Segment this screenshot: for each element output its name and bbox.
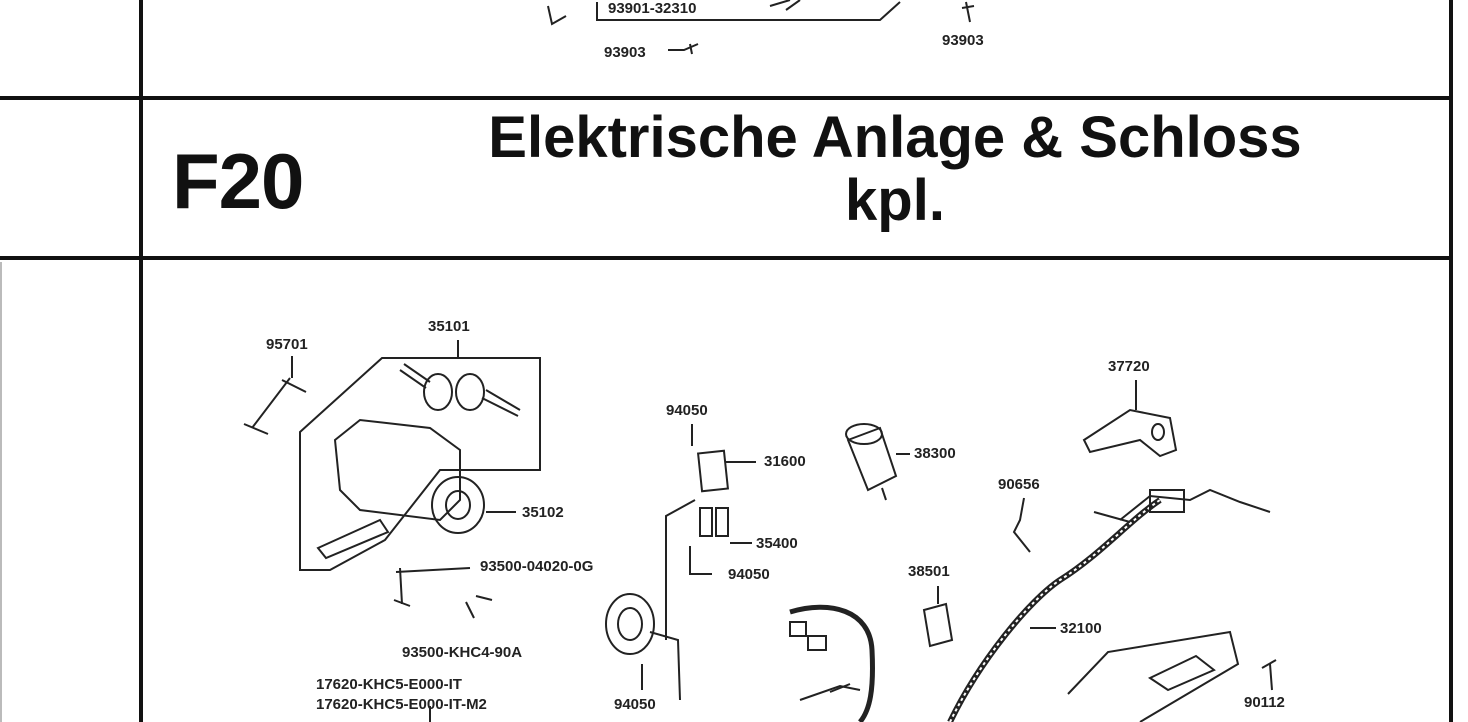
bolt-95701-icon <box>243 377 307 435</box>
lock-cylinder-icon <box>431 476 485 534</box>
lock-body-icon <box>333 418 461 522</box>
label-93500-04020-0g: 93500-04020-0G <box>480 558 594 575</box>
cdi-unit-outline <box>1067 630 1240 722</box>
label-94050-bottom: 94050 <box>614 696 656 713</box>
section-code: F20 <box>172 137 304 225</box>
label-93903-left: 93903 <box>604 44 646 61</box>
wire-harness-32100 <box>947 497 1162 722</box>
bracket-37720-icon <box>1082 408 1178 458</box>
key-right-icon <box>455 373 485 411</box>
label-95701: 95701 <box>266 336 308 353</box>
label-93500-khc4-90a: 93500-KHC4-90A <box>402 644 523 661</box>
key-blade-left <box>399 363 431 389</box>
label-32100: 32100 <box>1060 620 1102 637</box>
fuse-35400-icon <box>699 507 713 537</box>
label-38501: 38501 <box>908 563 950 580</box>
label-35101: 35101 <box>428 318 470 335</box>
bolt-90112-icon <box>1261 659 1277 691</box>
key-blade-right <box>481 389 521 417</box>
top-box-outline <box>596 1 901 21</box>
label-35102: 35102 <box>522 504 564 521</box>
key-left-icon <box>423 373 453 411</box>
relay-38501-icon <box>922 602 954 648</box>
relay-31600-icon <box>696 449 730 493</box>
wire-harness-branch <box>789 604 875 722</box>
frame-left-border <box>139 0 143 722</box>
frame-divider-top <box>0 96 1453 100</box>
leader-94050b <box>689 546 712 575</box>
label-17620-khc5-e000-it: 17620-KHC5-E000-IT <box>316 676 462 693</box>
label-94050-mid: 94050 <box>728 566 770 583</box>
label-38300: 38300 <box>914 445 956 462</box>
label-93903-right: 93903 <box>942 32 984 49</box>
frame-divider-bottom <box>0 256 1453 260</box>
cdi-unit-icon <box>1147 654 1216 692</box>
label-90656: 90656 <box>998 476 1040 493</box>
lock-set-outline <box>299 357 541 571</box>
label-94050-top: 94050 <box>666 402 708 419</box>
top-part-sketch <box>769 0 801 11</box>
frame-right-border <box>1449 0 1453 722</box>
harness-lead <box>665 499 696 640</box>
label-17620-khc5-e000-it-m2: 17620-KHC5-E000-IT-M2 <box>316 696 487 713</box>
section-title: Elektrische Anlage & Schloss kpl. <box>390 106 1400 232</box>
clip-90656-icon <box>1012 497 1031 553</box>
flasher-38300-icon <box>846 426 898 492</box>
label-31600: 31600 <box>764 453 806 470</box>
top-mid-screw-icon <box>668 43 699 55</box>
top-right-screw-icon <box>961 1 975 23</box>
left-margin-line <box>0 262 2 722</box>
label-35400: 35400 <box>756 535 798 552</box>
horn-icon <box>605 593 655 655</box>
section-title-line2: kpl. <box>845 168 945 233</box>
screw-93500-icon <box>393 567 471 607</box>
top-left-screw-icon <box>547 5 567 26</box>
section-title-line1: Elektrische Anlage & Schloss <box>488 105 1302 170</box>
label-93901-32310: 93901-32310 <box>608 0 697 17</box>
label-37720: 37720 <box>1108 358 1150 375</box>
label-90112: 90112 <box>1244 694 1285 711</box>
